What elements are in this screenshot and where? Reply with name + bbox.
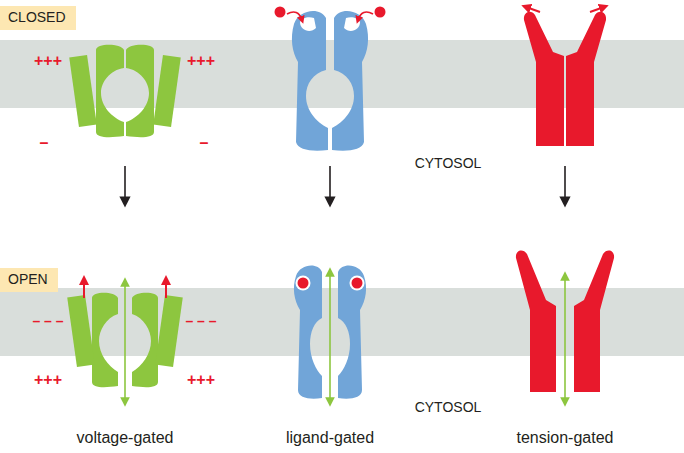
charge-sign: – – – <box>185 313 216 329</box>
state-tag: OPEN <box>0 268 58 292</box>
ligand-channel-closed <box>275 7 386 151</box>
charge-sign: +++ <box>187 52 215 70</box>
voltage-channel-open <box>67 280 183 402</box>
channel-type-label: voltage-gated <box>77 429 174 447</box>
channel-type-label: tension-gated <box>517 429 614 447</box>
tension-channel-open <box>516 251 614 402</box>
charge-sign: – <box>200 134 209 152</box>
region-label: CYTOSOL <box>415 155 482 171</box>
charge-sign: – – – <box>32 313 63 329</box>
charge-sign: – <box>40 134 49 152</box>
region-label: CYTOSOL <box>415 399 482 415</box>
charge-sign: +++ <box>34 371 62 389</box>
transition-arrow <box>329 166 331 202</box>
channel-type-label: ligand-gated <box>286 429 374 447</box>
charge-sign: +++ <box>187 371 215 389</box>
state-label: CLOSED <box>8 9 68 25</box>
state-label: OPEN <box>8 271 50 287</box>
transition-arrow <box>564 166 566 202</box>
voltage-channel-closed <box>69 45 181 137</box>
charge-sign: +++ <box>34 52 62 70</box>
state-tag: CLOSED <box>0 6 76 30</box>
tension-channel-closed <box>524 7 606 146</box>
transition-arrow <box>124 166 126 202</box>
ligand-channel-open <box>294 266 366 402</box>
